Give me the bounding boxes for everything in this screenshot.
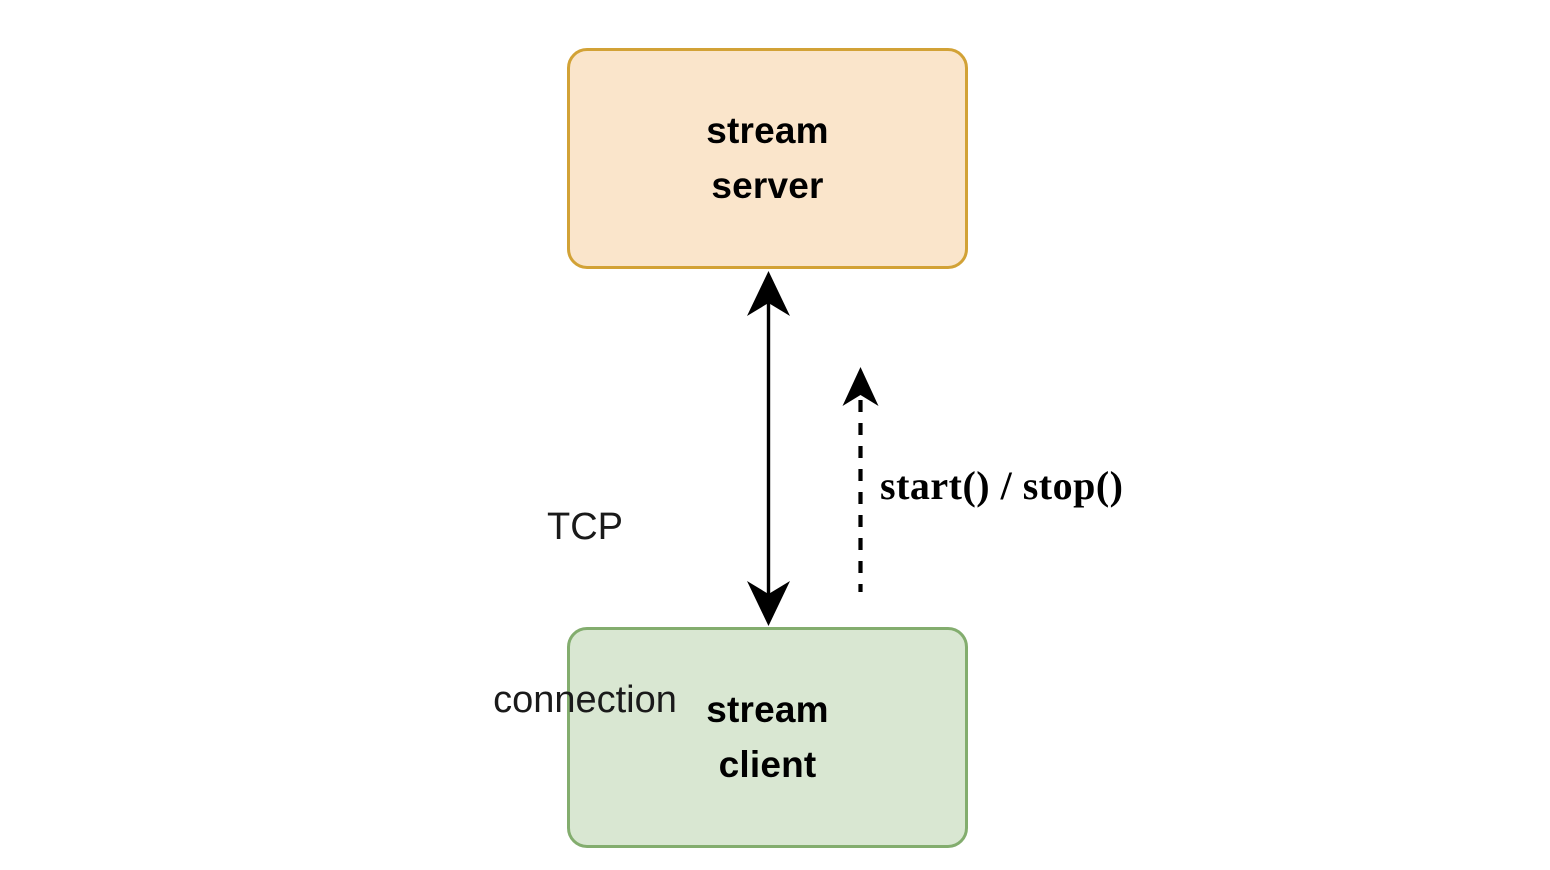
node-stream-server-label-line2: server	[711, 164, 824, 206]
node-stream-client-label-line2: client	[718, 743, 817, 785]
node-stream-server[interactable]: stream server	[567, 48, 968, 269]
edge-label-tcp-connection-line1: TCP	[547, 505, 623, 548]
edge-label-start-stop: start() / stop()	[880, 463, 1124, 508]
edge-label-tcp-connection-line2: connection	[493, 678, 677, 721]
edge-label-tcp-connection: TCP connection	[415, 383, 755, 845]
node-stream-client-label-line1: stream	[706, 689, 829, 731]
start-stop-arrow[interactable]	[842, 367, 879, 592]
tcp-connection-arrowhead-up	[747, 271, 790, 316]
node-stream-client[interactable]: stream client	[567, 627, 968, 848]
node-stream-server-label-line1: stream	[706, 110, 829, 152]
start-stop-arrowhead-up	[842, 367, 879, 406]
